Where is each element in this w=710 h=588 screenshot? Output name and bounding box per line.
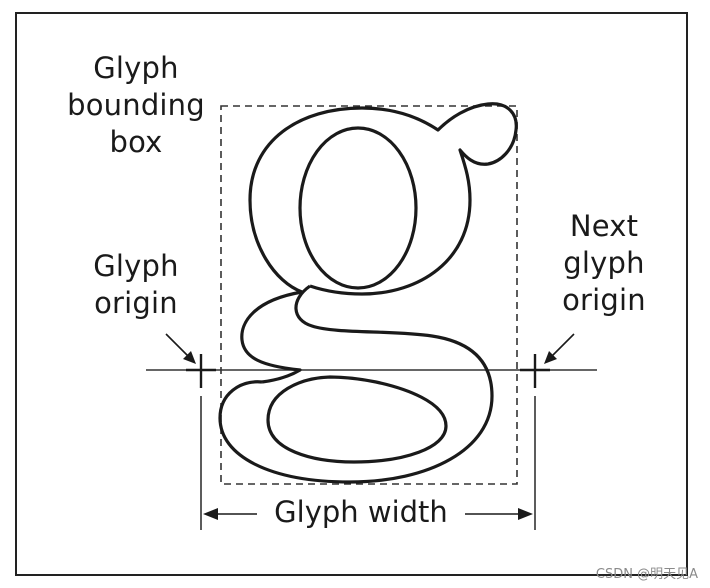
label-line: glyph xyxy=(563,246,645,280)
label-line: origin xyxy=(562,283,646,317)
label-line: Glyph xyxy=(93,249,179,283)
link-stroke xyxy=(218,284,494,484)
label-line: Next xyxy=(569,209,639,243)
upper-bowl-right-and-ear xyxy=(309,102,518,296)
glyph-origin-arrow xyxy=(165,333,196,364)
diagram-frame xyxy=(15,12,688,576)
label-line: bounding xyxy=(67,88,205,122)
lower-loop-counter xyxy=(266,375,448,464)
glyph-bounding-box xyxy=(220,105,518,485)
next-glyph-origin-marker xyxy=(520,354,550,388)
label-line: box xyxy=(109,125,163,159)
upper-bowl-counter xyxy=(298,126,418,290)
label-line: origin xyxy=(94,286,178,320)
glyph-origin-label: Glyph origin xyxy=(72,248,200,322)
glyph-bounding-box-label: Glyph bounding box xyxy=(58,50,214,161)
label-line: Glyph xyxy=(93,51,179,85)
next-glyph-origin-arrow xyxy=(544,333,575,364)
glyph-width-label: Glyph width xyxy=(257,494,465,531)
glyph-origin-marker xyxy=(186,354,216,388)
next-glyph-origin-label: Next glyph origin xyxy=(544,208,664,319)
watermark: CSDN @明天见A xyxy=(595,567,698,582)
upper-bowl-outer xyxy=(240,106,363,384)
glyph-outline xyxy=(218,102,518,484)
